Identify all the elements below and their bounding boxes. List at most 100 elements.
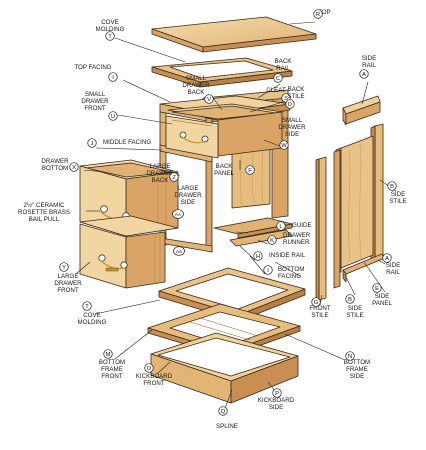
badge-drawer-bottom xyxy=(69,162,79,172)
badge-letter-cleat: S xyxy=(284,96,288,102)
badge-letter-back-panel: F xyxy=(248,168,252,174)
badge-letter-kickboard-front: O xyxy=(147,366,152,372)
top-panel xyxy=(151,16,317,53)
badge-letter-side-stile-r: B xyxy=(390,184,394,190)
badge-letter-middle-facing: J xyxy=(91,141,94,147)
badge-cove-top xyxy=(105,31,115,41)
badge-back-stile xyxy=(285,99,295,109)
badge-side-rail-low xyxy=(382,253,392,263)
badge-drawer-runner xyxy=(267,235,277,245)
badge-letter-drawer-runner: K xyxy=(270,238,274,244)
badge-letter-bottom-frame-front: M xyxy=(106,352,111,358)
badge-kickboard-side xyxy=(272,388,282,398)
top-cove-molding xyxy=(151,57,293,88)
badge-letter-top: R xyxy=(316,12,320,18)
badge-back-rail xyxy=(273,73,283,83)
side-panel xyxy=(335,135,374,273)
badge-bottom-facing xyxy=(263,265,273,275)
large-drawer-front-lower xyxy=(79,215,179,289)
badge-middle-facing xyxy=(87,138,97,148)
small-drawer xyxy=(165,103,283,159)
badge-large-drawer-front-mark xyxy=(173,246,185,256)
label-spline: SPLINE xyxy=(216,423,238,430)
badge-side-panel xyxy=(372,283,382,293)
badge-letter-cove-low: T xyxy=(85,304,89,310)
badge-letter-cove-top: T xyxy=(108,34,112,40)
badge-cove-low xyxy=(82,301,92,311)
badge-letter-large-drawer-front-mark: AA xyxy=(176,249,183,254)
badge-letter-inside-rail: H xyxy=(256,254,260,260)
badge-letter-side-panel: E xyxy=(375,286,379,292)
badge-letter-small-drawer-side: W xyxy=(281,143,287,149)
badge-side-rail-top xyxy=(359,69,369,79)
side-stile-lower xyxy=(333,149,341,289)
badge-letter-front-stile: G xyxy=(314,300,319,306)
badge-top xyxy=(313,9,323,19)
badge-small-drawer-front xyxy=(108,111,118,121)
leader-lines xyxy=(75,21,397,409)
badge-letter-small-drawer-front: U xyxy=(111,114,115,120)
badge-letter-side-stile-low: B xyxy=(348,297,352,303)
label-top-facing: TOP FACING xyxy=(74,64,111,71)
badge-letter-kickboard-side: P xyxy=(275,391,279,397)
label-inside-rail: INSIDE RAIL xyxy=(269,252,306,259)
badge-letter-top-facing: I xyxy=(112,75,114,81)
badge-letter-side-rail-low: A xyxy=(385,256,389,262)
badge-letter-spline: Q xyxy=(221,409,226,415)
badge-letter-side-rail-top: A xyxy=(362,72,366,78)
label-top: TOP xyxy=(318,9,331,16)
badge-spline xyxy=(218,406,228,416)
badge-side-stile-low xyxy=(345,294,355,304)
badge-letter-large-drawer-front: Y xyxy=(62,265,66,271)
badge-front-stile xyxy=(311,297,321,307)
side-rail-upper xyxy=(342,95,381,126)
badge-letter-drawer-bottom: X xyxy=(72,165,76,171)
kickboard xyxy=(150,332,299,404)
badge-letter-small-drawer-back: V xyxy=(207,97,211,103)
badge-large-drawer-back xyxy=(169,172,179,182)
badge-guide xyxy=(276,221,286,231)
label-middle-facing: MIDDLE FACING xyxy=(103,139,151,146)
badge-top-facing xyxy=(108,72,118,82)
badge-letter-guide: L xyxy=(279,224,283,230)
badge-small-drawer-side xyxy=(279,140,289,150)
badge-inside-rail xyxy=(253,251,263,261)
badge-back-panel xyxy=(245,165,255,175)
badge-letter-back-rail: C xyxy=(276,76,280,82)
front-stile xyxy=(315,156,327,301)
badge-bottom-frame-side xyxy=(345,351,355,361)
badge-letter-large-drawer-back: Z xyxy=(172,175,176,181)
badge-small-drawer-back xyxy=(204,94,214,104)
badge-letter-bottom-frame-side: N xyxy=(348,354,352,360)
badge-letter-large-drawer-side: AA xyxy=(175,212,182,217)
badge-letter-back-stile: D xyxy=(288,102,292,108)
badge-side-stile-r xyxy=(387,181,397,191)
label-cleat: CLEAT xyxy=(266,87,286,94)
label-guide: GUIDE xyxy=(292,222,312,229)
badge-letter-bottom-facing: I xyxy=(267,268,269,274)
badge-kickboard-front xyxy=(144,363,154,373)
badge-large-drawer-front xyxy=(59,262,69,272)
